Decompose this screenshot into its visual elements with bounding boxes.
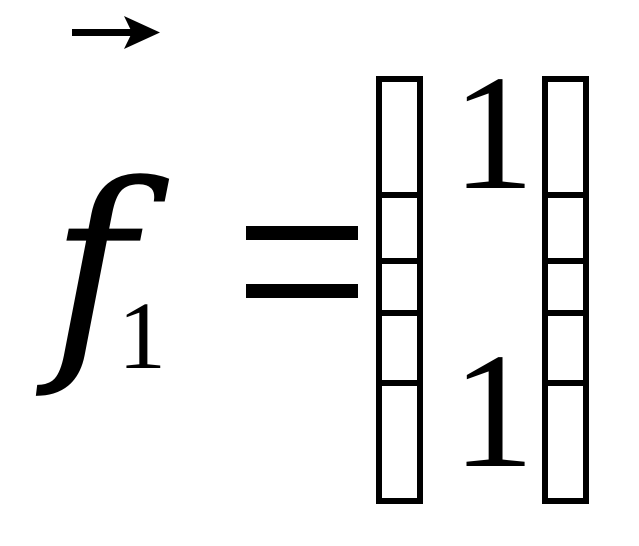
matrix-entry-1: 1 xyxy=(452,41,535,224)
equals-sign xyxy=(246,226,358,300)
right-bracket-glyph xyxy=(542,76,589,504)
vector-arrow-icon xyxy=(72,16,160,49)
equals-top-bar xyxy=(246,226,358,240)
left-bracket-glyph xyxy=(376,76,423,504)
equals-bottom-bar xyxy=(246,284,358,298)
matrix-entry-2: 1 xyxy=(452,319,535,502)
vector-subscript: 1 xyxy=(118,282,166,389)
vector-variable: f xyxy=(50,136,136,403)
